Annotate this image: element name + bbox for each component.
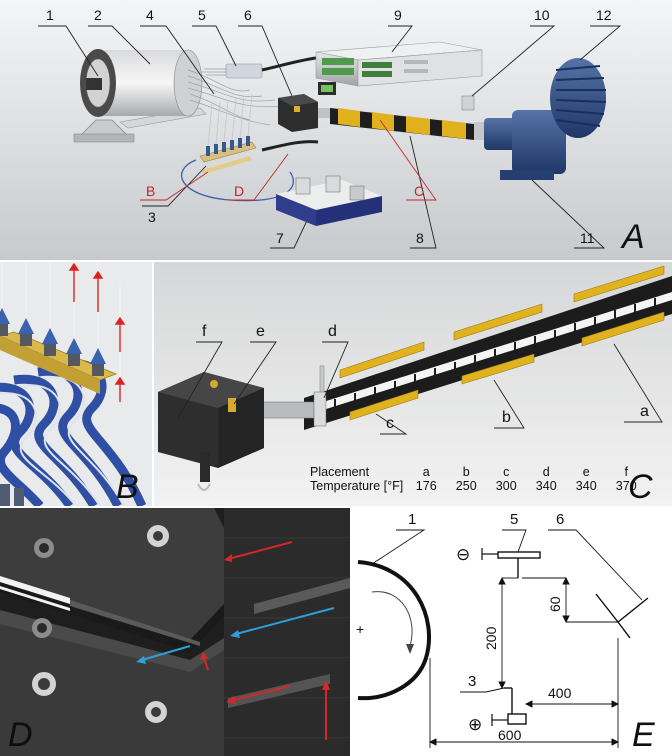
label-e3: 3 — [468, 673, 476, 690]
placement-row: Placement a b c d e f — [310, 465, 649, 479]
flow-arrows-d — [136, 541, 335, 740]
temperature-row-label: Temperature [°F] — [310, 479, 404, 493]
symbol-plus-terminal: ⊕ — [468, 715, 482, 734]
temperature-cell: 340 — [575, 479, 597, 493]
temperature-cell: 176 — [415, 479, 437, 493]
label-3: 3 — [148, 209, 156, 225]
panel-d-illustration: D — [0, 508, 350, 756]
label-c-callout: C — [414, 183, 424, 199]
panel-a: 1 2 4 5 6 9 10 12 3 7 8 11 B D C A — [0, 0, 672, 260]
panel-e-labels: 1 5 6 3 — [408, 511, 564, 690]
placement-cell: c — [503, 465, 510, 479]
placement-cell: e — [582, 465, 590, 479]
placement-row-label: Placement — [310, 465, 370, 479]
dim-600: 600 — [498, 727, 522, 743]
label-2: 2 — [94, 7, 102, 23]
label-4: 4 — [146, 7, 154, 23]
extruder-head — [278, 94, 334, 132]
label-f: f — [202, 323, 207, 340]
label-11: 11 — [580, 230, 595, 246]
panel-e: + ⊖ ⊕ — [352, 508, 672, 756]
roller-arc — [357, 560, 431, 701]
panel-c-illustration: f e d c b a C — [154, 262, 672, 506]
dim-60: 60 — [547, 596, 563, 612]
flow-arrows — [68, 262, 126, 402]
heater-block — [158, 372, 264, 491]
needle-rack-upper — [200, 63, 263, 79]
panel-letter-d: D — [8, 716, 33, 754]
fibre-bundle — [187, 69, 286, 126]
panel-e-schematic: + ⊖ ⊕ — [352, 508, 672, 756]
label-e5: 5 — [510, 511, 518, 528]
dimension-lines — [428, 576, 620, 748]
upper-block — [0, 508, 224, 640]
panel-c-leaders — [177, 341, 663, 435]
label-d-callout: D — [234, 183, 244, 199]
panel-a-letter-labels: B D C — [146, 183, 424, 199]
panel-letter-b: B — [116, 468, 139, 506]
label-e6: 6 — [556, 511, 564, 528]
controller-rack — [315, 41, 483, 87]
panel-letter-e: E — [632, 716, 655, 754]
panel-c-labels: f e d c b a — [202, 323, 649, 432]
label-10: 10 — [534, 7, 550, 23]
panel-letter-a: A — [620, 218, 645, 256]
placement-cell: b — [462, 465, 470, 479]
panel-b-illustration: B — [0, 262, 152, 506]
panel-a-number-labels: 1 2 4 5 6 9 10 12 3 7 8 11 — [46, 7, 612, 246]
temperature-cell: 300 — [495, 479, 517, 493]
heater-pads — [339, 265, 665, 421]
dim-400: 400 — [548, 685, 572, 701]
temperature-cell: 370 — [615, 479, 637, 493]
label-8: 8 — [416, 230, 424, 246]
label-b: b — [502, 409, 511, 426]
label-1: 1 — [46, 7, 54, 23]
label-7: 7 — [276, 230, 284, 246]
heated-roller — [304, 265, 672, 430]
panel-c: f e d c b a C — [154, 262, 672, 506]
label-a: a — [640, 403, 649, 420]
electrode-bottom — [491, 687, 527, 726]
temperature-row: Temperature [°F] 176 250 300 340 340 370 — [310, 479, 649, 493]
filament-drum — [80, 49, 203, 117]
label-5: 5 — [198, 7, 206, 23]
dim-200: 200 — [483, 626, 499, 650]
label-b-callout: B — [146, 183, 155, 199]
panel-a-illustration: 1 2 4 5 6 9 10 12 3 7 8 11 B D C A — [0, 0, 672, 260]
drive-motor — [484, 58, 607, 180]
label-e: e — [256, 323, 265, 340]
label-6: 6 — [244, 7, 252, 23]
electrode-top — [481, 548, 541, 578]
temperature-cell: 250 — [455, 479, 477, 493]
panel-a-leaders — [38, 25, 622, 249]
spool-unit — [276, 175, 382, 226]
needle-rack-lower — [199, 93, 257, 174]
symbol-plus: + — [356, 621, 364, 637]
panel-b: B — [0, 262, 152, 506]
temperature-cell: 340 — [535, 479, 557, 493]
roller-shaft — [330, 108, 494, 140]
panel-e-dimensions: 200 60 400 600 — [483, 596, 572, 743]
placement-cell: f — [624, 465, 628, 479]
label-d: d — [328, 323, 337, 340]
temperature-table: Placement a b c d e f Temperature [°F] 1… — [310, 465, 649, 493]
panel-d: D — [0, 508, 350, 756]
label-12: 12 — [596, 7, 612, 23]
panel-letter-c: C — [628, 468, 653, 506]
label-9: 9 — [394, 7, 402, 23]
placement-cell: a — [422, 465, 430, 479]
label-c: c — [386, 415, 394, 432]
panel-e-leaders — [371, 529, 643, 693]
placement-cell: d — [542, 465, 550, 479]
sensor — [461, 95, 475, 111]
symbol-minus-terminal: ⊖ — [456, 545, 470, 564]
label-e1: 1 — [408, 511, 416, 528]
hex-screws — [32, 525, 169, 723]
lower-block — [0, 610, 224, 756]
